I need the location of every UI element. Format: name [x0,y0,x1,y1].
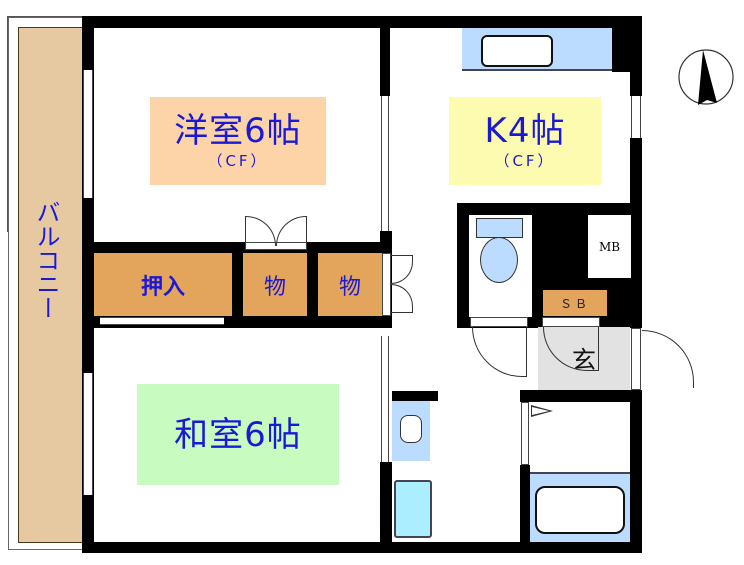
entrance-door-swing[interactable] [642,330,694,388]
balcony-label-text: バルコニー [32,200,60,320]
shower-icon-inner [532,407,549,415]
closet-mono-2[interactable]: 物 [318,253,382,316]
wall-mid-upper [380,16,390,96]
wall-wash-top [392,391,438,401]
closet-oshiire[interactable]: 押入 [94,253,232,316]
balcony-label: バルコニー [28,200,64,370]
kitchen-label: K4帖 （CF） [449,97,601,185]
toilet-door-strip [470,317,528,327]
mono2-door-bottom-swing[interactable] [391,284,413,313]
mono1-door-left-swing[interactable] [245,216,276,246]
meter-box: MB [588,215,631,278]
wall-storage-div2 [307,253,318,316]
wall-storage-div1 [232,253,243,316]
window-kitchen [631,96,641,138]
wall-right-bottom [630,390,642,553]
wash-basin [392,401,430,461]
entrance-label-text: 玄 [572,346,596,374]
mono2-door-strip [382,253,391,316]
balcony-area [8,17,86,550]
compass-north-icon [677,47,735,105]
kitchen-floor: （CF） [494,152,556,170]
closet-mono-2-label: 物 [338,274,361,300]
bathtub-basin-icon [535,486,625,534]
kitchen-counter [462,28,612,71]
western-room-floor: （CF） [207,152,269,170]
sliding-door-western-kitchen[interactable] [381,96,389,231]
toilet-door-swing[interactable] [472,327,527,377]
japanese-room-label: 和室6帖 [137,384,339,485]
mono1-door-right-swing[interactable] [276,216,307,246]
wall-bath-left [520,465,530,553]
japanese-room-name: 和室6帖 [174,414,302,455]
bath-door-strip [521,402,529,465]
wall-mid-lower [380,462,392,552]
oshiire-sliding-door[interactable] [100,317,224,325]
shoe-box-label: ＳＢ [559,296,590,311]
wall-storage-top [82,242,392,253]
closet-mono-1-label: 物 [263,274,286,300]
window-japanese [83,373,93,495]
bathtub [530,472,630,542]
wash-basin-bowl-icon [400,415,422,443]
entrance-door-strip [631,328,641,390]
kitchen-name: K4帖 [484,111,566,151]
meter-box-label: MB [598,239,621,254]
wall-bath-top [520,390,642,402]
wall-top [82,16,642,28]
toilet-bowl-icon [480,237,518,283]
shoe-box: ＳＢ [543,290,607,316]
closet-mono-1[interactable]: 物 [243,253,307,316]
toilet-room [469,215,532,317]
closet-oshiire-label: 押入 [140,274,185,300]
washing-machine-pan [394,480,432,538]
western-room-name: 洋室6帖 [174,111,302,151]
sliding-door-japanese-kitchen[interactable] [381,336,389,462]
wall-bottom [82,542,642,553]
wall-top-right-block [612,16,642,72]
sink-icon [481,35,553,67]
entrance-label: 玄 [572,340,596,375]
entrance-inner-door-strip [542,317,600,327]
mono2-door-top-swing[interactable] [391,255,413,284]
western-room-label: 洋室6帖 （CF） [150,97,326,185]
window-western [83,70,93,198]
toilet-tank-icon [476,218,523,238]
